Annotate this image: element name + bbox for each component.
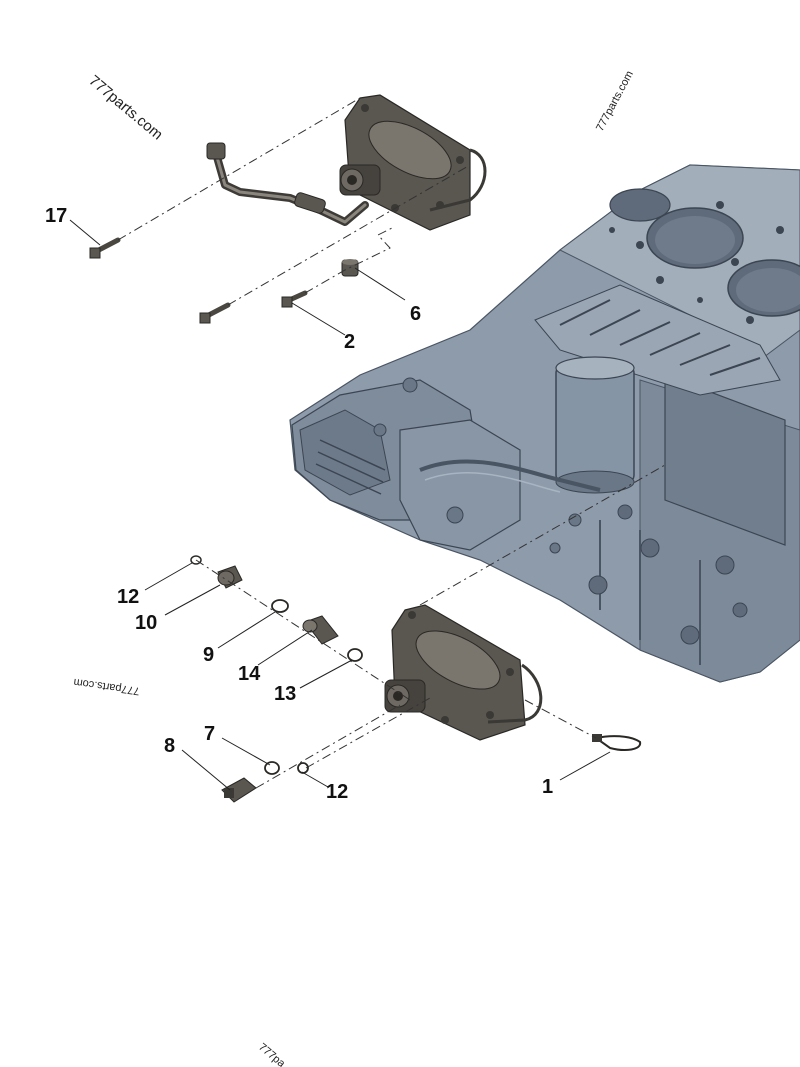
callout-14: 14 — [238, 663, 261, 685]
part-14-fitting — [302, 615, 339, 645]
part-1-strap — [592, 734, 642, 751]
watermark-top-right: 777parts.com — [594, 69, 636, 133]
callout-17: 17 — [45, 205, 67, 227]
leader-lines — [69, 219, 611, 791]
callout-12-upper: 12 — [117, 586, 139, 608]
starter-motor-upper — [339, 94, 487, 231]
watermark-mid-left: 777parts.com — [73, 676, 141, 697]
callout-10: 10 — [135, 612, 157, 634]
assembly-lines — [117, 97, 666, 789]
part-2-bolt — [199, 290, 308, 324]
part-17-bolt — [89, 237, 121, 259]
callout-9: 9 — [203, 644, 214, 666]
watermark-top-left: 777parts.com — [85, 72, 166, 143]
part-13-oring — [347, 648, 363, 662]
callout-7: 7 — [204, 723, 215, 745]
starter-motor-lower — [384, 604, 543, 741]
part-9-oring — [271, 599, 289, 613]
watermark-bottom: 777pa... — [256, 1041, 294, 1067]
part-12-oring-upper — [190, 555, 202, 565]
callout-2: 2 — [344, 331, 355, 353]
callout-13: 13 — [274, 683, 296, 705]
engine-block — [289, 164, 800, 683]
part-8-switch — [221, 777, 257, 803]
tube-assembly — [206, 142, 369, 226]
callouts: 17 6 2 12 10 9 14 13 7 8 12 1 — [45, 205, 553, 803]
part-7-oring — [264, 761, 280, 775]
part-10-plug — [217, 565, 243, 589]
callout-12-lower: 12 — [326, 781, 348, 803]
callout-1: 1 — [542, 776, 553, 798]
callout-6: 6 — [410, 303, 421, 325]
callout-8: 8 — [164, 735, 175, 757]
